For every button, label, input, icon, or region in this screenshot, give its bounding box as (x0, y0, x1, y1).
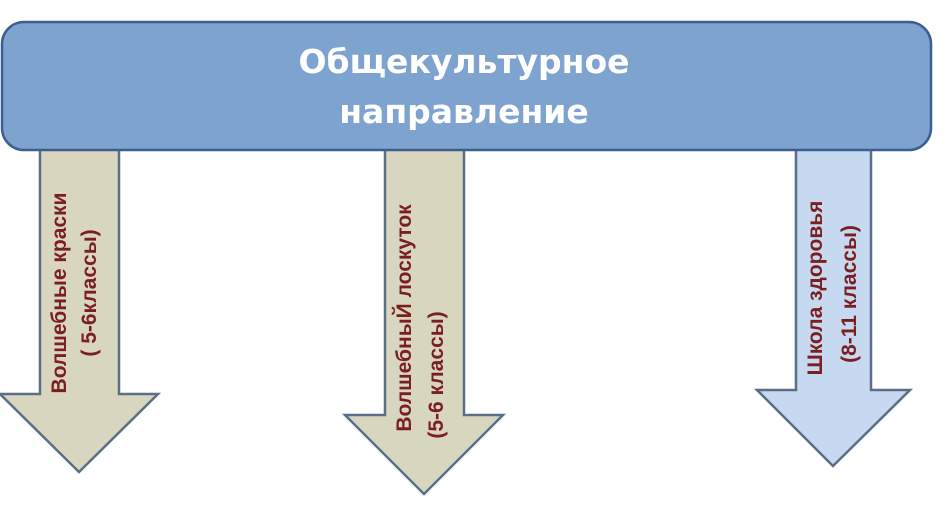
header-title-line2: направление (339, 92, 589, 131)
arrow-shape (341, 138, 507, 496)
arrow-label-line2: (5-6 классы) (425, 311, 448, 438)
arrow-shape (753, 138, 914, 468)
arrow-volshebnye-kraski: Волшебные краски ( 5-6классы) (0, 138, 162, 474)
arrow-label-line1: Школа здоровья (804, 201, 827, 376)
arrow-shkola-zdorovya: Школа здоровья (8-11 классы) (753, 138, 914, 468)
arrow-label-line1: Волшебные краски (48, 193, 71, 394)
arrow-shape (0, 138, 162, 474)
arrow-label-line1: ВолшебныЙ лоскуток (392, 204, 416, 432)
arrow-label-line2: (8-11 классы) (838, 225, 861, 363)
header-banner: Общекультурное направление (0, 20, 933, 152)
arrow-label-line2: ( 5-6классы) (78, 229, 101, 356)
header-box (0, 20, 933, 152)
header-title-line1: Общекультурное (298, 42, 629, 81)
arrow-volshebnyi-loskutok: ВолшебныЙ лоскуток (5-6 классы) (341, 138, 507, 496)
